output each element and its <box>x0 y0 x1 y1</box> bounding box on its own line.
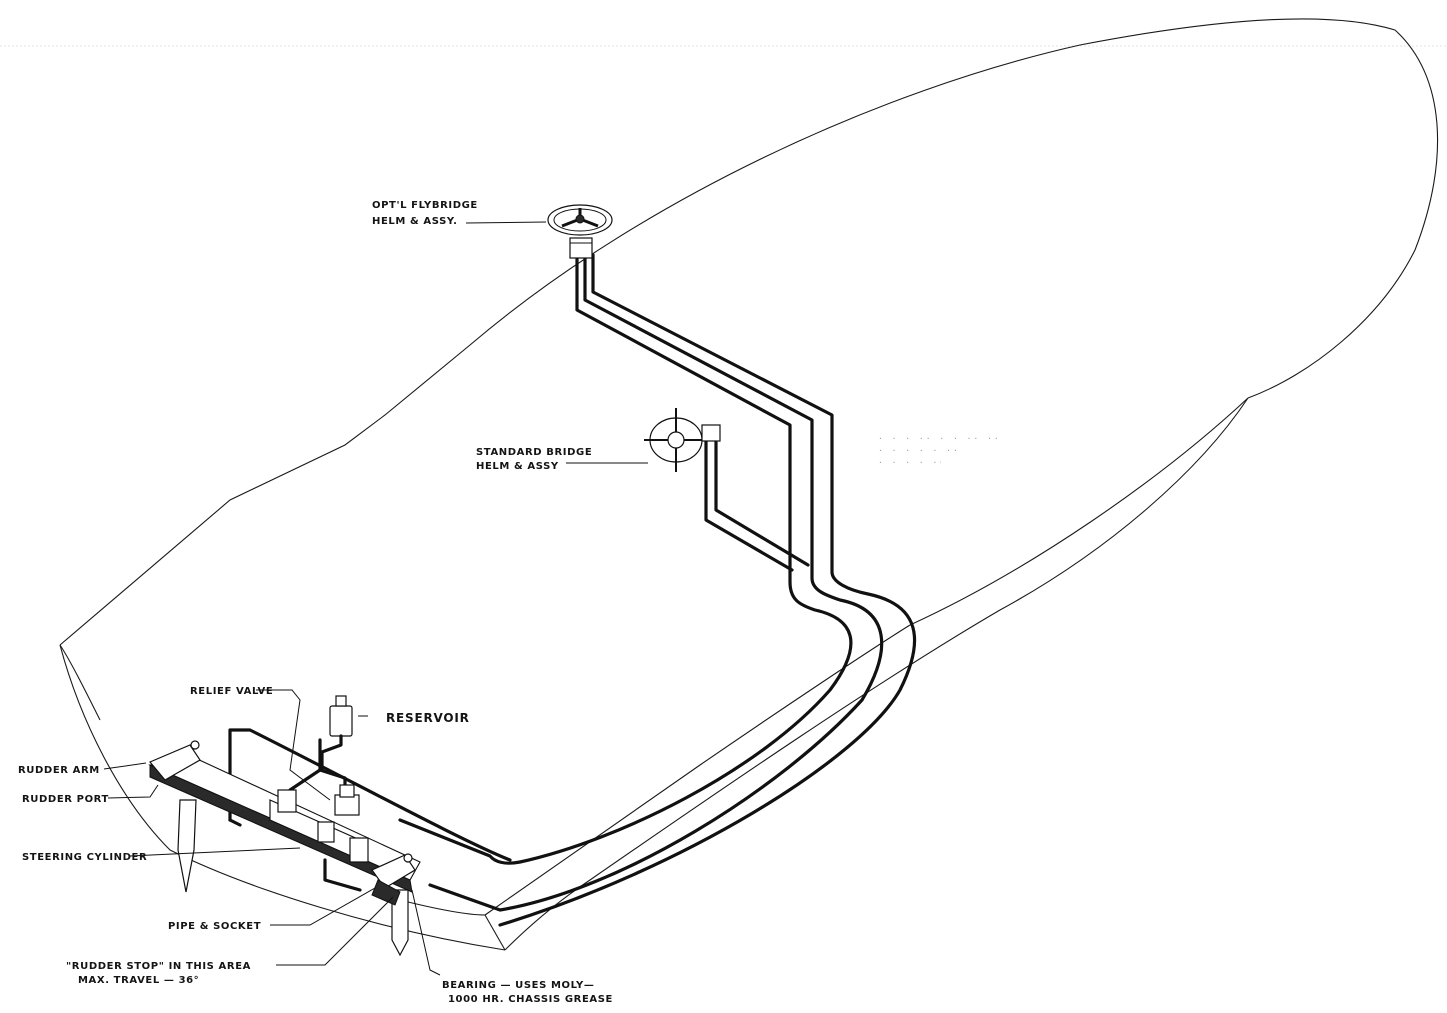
reservoir <box>320 695 353 772</box>
hydraulic-lines <box>228 253 917 927</box>
label-steering-cylinder: STEERING CYLINDER <box>22 852 147 863</box>
label-pipe-socket: PIPE & SOCKET <box>168 921 261 932</box>
label-flybridge-helm-line2: HELM & ASSY. <box>372 216 458 227</box>
label-bearing-line2: 1000 HR. CHASSIS GREASE <box>448 994 613 1005</box>
label-standard-helm-line1: STANDARD BRIDGE <box>476 447 592 458</box>
label-rudder-port: RUDDER PORT <box>22 794 109 805</box>
label-rudder-stop-line1: "RUDDER STOP" IN THIS AREA <box>66 961 251 972</box>
ship-wheel-icon <box>561 208 599 228</box>
svg-text:· · · ·· · · ·· ··: · · · ·· · · ·· ·· <box>878 434 1001 443</box>
label-rudder-arm: RUDDER ARM <box>18 765 100 776</box>
label-relief-valve: RELIEF VALVE <box>190 686 273 697</box>
ghost-notes: · · · ·· · · ·· ·· · · · · · ·· · · · · … <box>878 434 1001 467</box>
label-bearing-line1: BEARING — USES MOLY— <box>442 980 595 991</box>
label-reservoir: RESERVOIR <box>386 711 470 725</box>
svg-text:· · · · · ··: · · · · · ·· <box>878 446 960 455</box>
rudder-icon <box>177 799 409 957</box>
standard-helm <box>644 408 721 472</box>
helm-wheel-icon <box>644 408 708 472</box>
labels: OPT'L FLYBRIDGE HELM & ASSY. STANDARD BR… <box>18 200 613 1005</box>
leader-lines <box>103 221 648 976</box>
label-rudder-stop-line2: MAX. TRAVEL — 36° <box>78 975 199 986</box>
flybridge-helm <box>547 204 613 259</box>
label-standard-helm-line2: HELM & ASSY <box>476 461 559 472</box>
label-flybridge-helm-line1: OPT'L FLYBRIDGE <box>372 200 478 211</box>
reservoir-icon <box>329 695 353 737</box>
svg-text:· · · · ·ᐧ: · · · · ·ᐧ <box>878 458 943 467</box>
steering-assembly <box>148 740 421 957</box>
